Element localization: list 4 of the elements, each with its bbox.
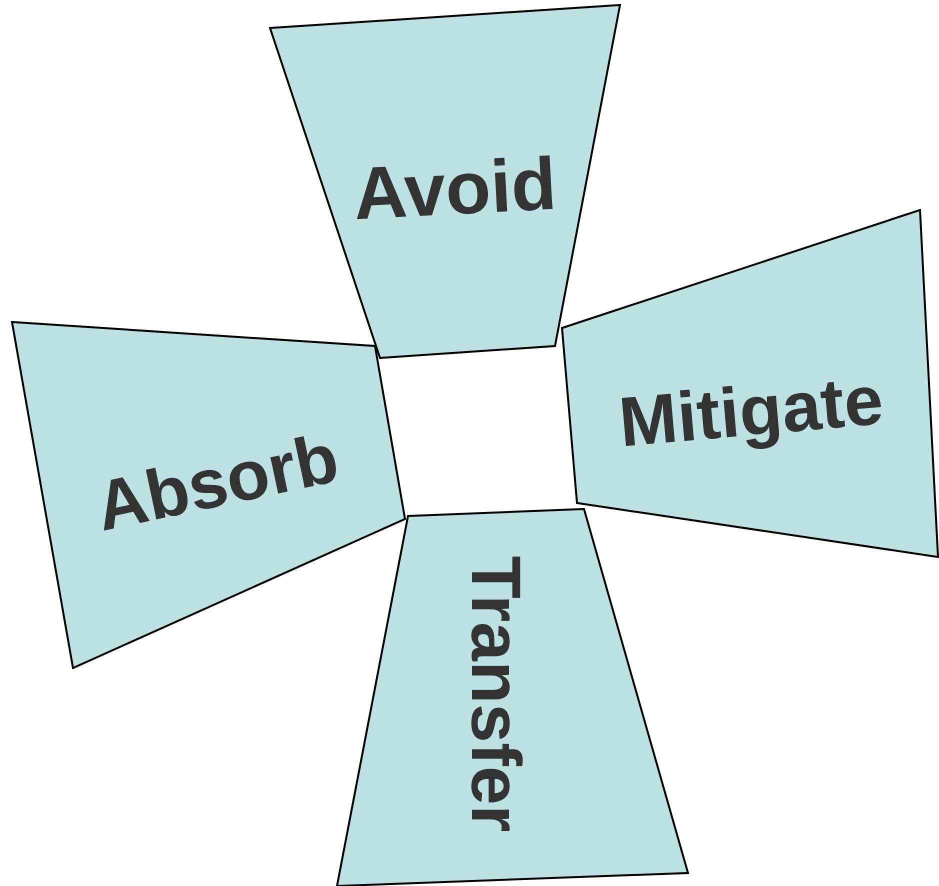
node-label: Transfer: [461, 556, 531, 832]
node-label: Mitigate: [616, 364, 886, 458]
node-label: Absorb: [90, 422, 344, 542]
node-label: Avoid: [352, 146, 558, 232]
